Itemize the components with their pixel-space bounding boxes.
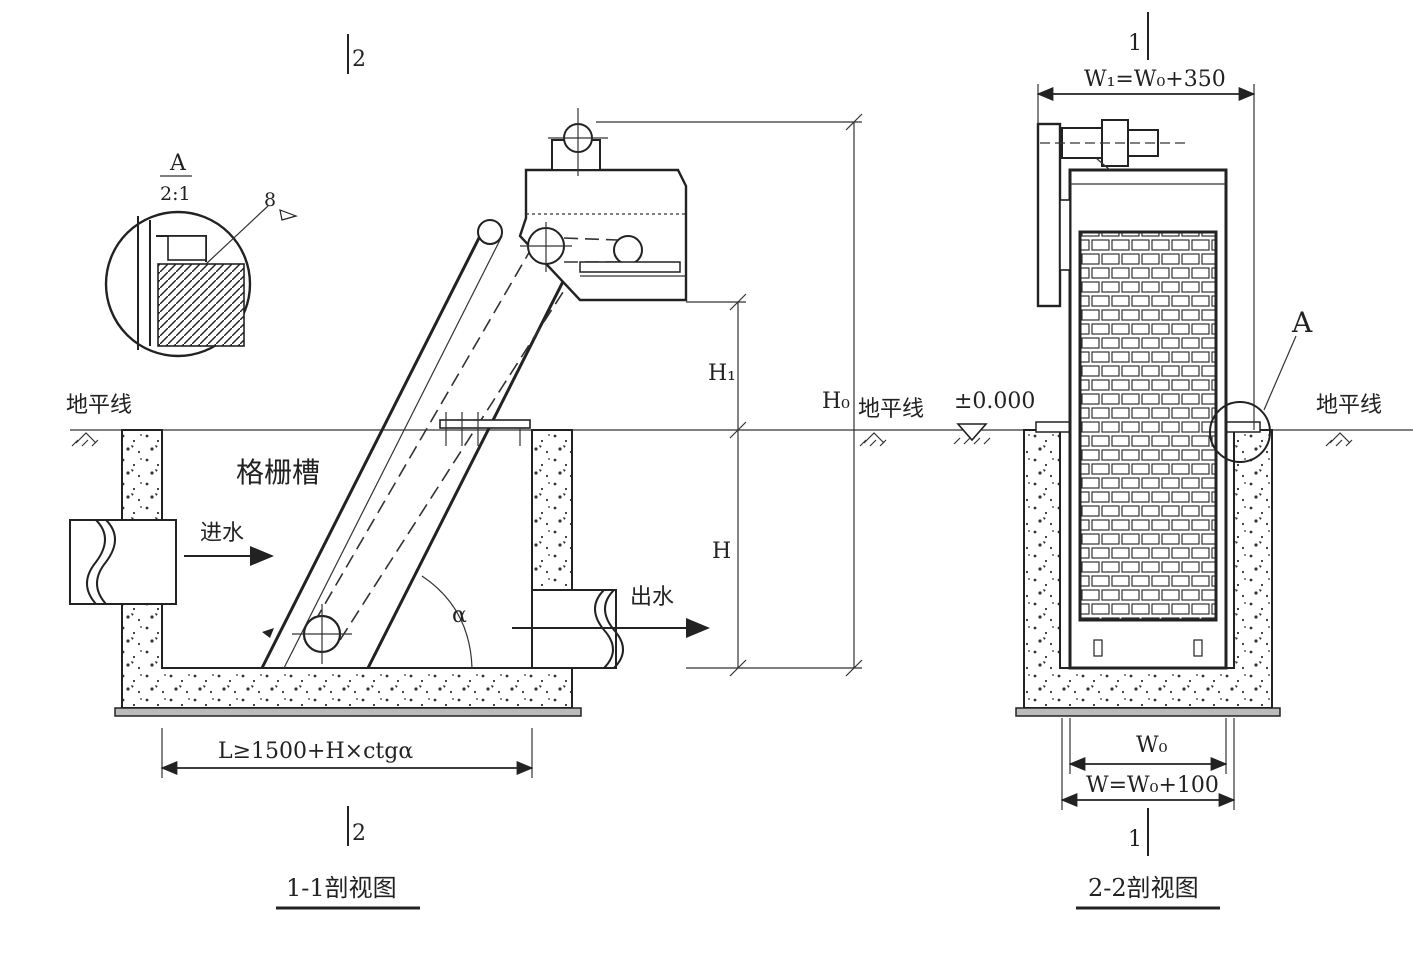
inclined-screen-frame (260, 227, 592, 669)
side-gearbox (1036, 122, 1062, 308)
channel-label: 格栅槽 (236, 456, 320, 489)
detail-a-callout-leader (1263, 335, 1297, 411)
bottom-slot-right (1193, 639, 1203, 657)
dimension-l (160, 728, 534, 778)
ground-symbol-mid (859, 432, 887, 447)
channel-concrete (121, 429, 573, 709)
weld-symbol-label: 8 (264, 189, 276, 211)
foundation-plate-right (1015, 707, 1281, 717)
view-title-right: 2-2剖视图 (1088, 874, 1199, 902)
side-gearbox-flange (1059, 199, 1071, 271)
dimension-w-label: W=W₀+100 (1086, 773, 1219, 798)
ground-line-label-right: 地平线 (1316, 393, 1382, 418)
top-motor-right (1040, 119, 1186, 171)
ground-line-label-left: 地平线 (66, 393, 132, 418)
dimension-w0-label: W₀ (1136, 733, 1168, 758)
inlet-pipe (69, 519, 177, 605)
dimension-h-label: H (712, 539, 731, 564)
ground-symbol-left (71, 432, 99, 447)
elevation-symbol (953, 423, 991, 445)
bottom-slot-left (1093, 639, 1103, 657)
inlet-label: 进水 (200, 521, 244, 546)
elevation-label: ±0.000 (954, 389, 1035, 414)
detail-a (104, 205, 298, 358)
detail-a-letter: A (169, 151, 187, 176)
detail-a-callout-circle (1209, 401, 1271, 463)
drive-sprocket (613, 235, 643, 265)
dimension-w0 (1068, 718, 1228, 774)
section-mark-top-left-label: 2 (352, 47, 366, 72)
dimension-h0-label: H₀ (822, 389, 850, 414)
drive-housing (477, 168, 688, 302)
dimension-w1 (1036, 84, 1256, 430)
alpha-arc (421, 575, 473, 669)
section-mark-bottom-right-label: 1 (1128, 827, 1142, 852)
screen-grid (1078, 230, 1218, 622)
detail-a-scale: 2:1 (160, 183, 191, 205)
section-mark-bottom-left-label: 2 (352, 821, 366, 846)
dimension-w (1060, 718, 1236, 810)
dimension-h1-label: H₁ (708, 361, 736, 386)
ground-line-label-mid: 地平线 (858, 397, 924, 422)
dimension-l-label: L≥1500+H×ctgα (218, 739, 413, 764)
section-1-1-view: 地平线 进水 出水 格栅槽 (66, 34, 1413, 910)
mounting-bracket (439, 412, 531, 446)
section-mark-top-right-label: 1 (1128, 31, 1142, 56)
top-motor (548, 108, 608, 176)
outlet-label: 出水 (630, 585, 674, 610)
alpha-label: α (452, 603, 467, 628)
pivot-wheel (477, 219, 503, 245)
section-2-2-view: 地平线 ±0.000 地平线 (858, 12, 1382, 910)
detail-a-callout-label: A (1291, 306, 1313, 339)
dimension-h0 (596, 113, 863, 677)
view-title-left: 1-1剖视图 (286, 874, 397, 902)
dimension-w1-label: W₁=W₀+350 (1084, 67, 1226, 92)
ground-symbol-right (1325, 432, 1353, 447)
dimension-h-h1 (686, 293, 747, 677)
foundation-plate-left (114, 707, 582, 717)
frame-support-left (1035, 421, 1073, 433)
